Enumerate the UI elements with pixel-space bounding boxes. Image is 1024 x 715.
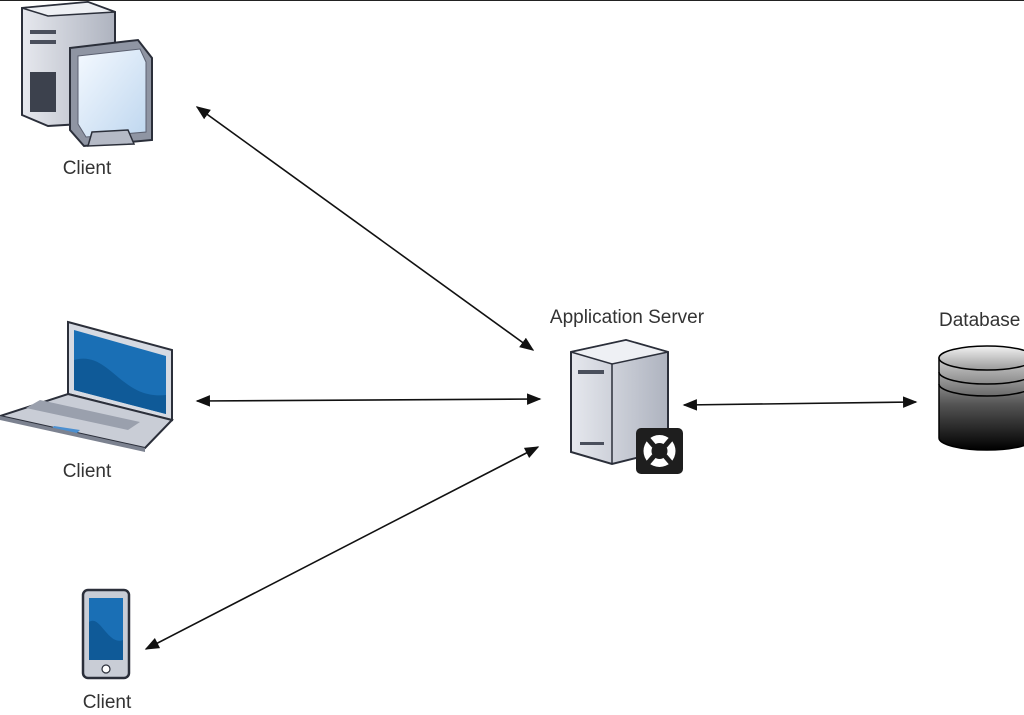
laptop-icon[interactable] — [0, 320, 174, 452]
lifebuoy-icon — [636, 428, 683, 474]
client-desktop-label: Client — [63, 158, 112, 179]
edge-mobile-to-server[interactable] — [144, 446, 540, 650]
client-mobile-label: Client — [83, 692, 132, 713]
edges — [144, 106, 918, 650]
database-label: Database — [939, 310, 1020, 331]
desktop-computer-icon[interactable] — [21, 0, 153, 148]
database-icon[interactable] — [938, 345, 1024, 451]
app-server-label: Application Server — [550, 307, 705, 328]
client-laptop-label: Client — [63, 461, 112, 482]
edge-desktop-to-server[interactable] — [195, 106, 535, 351]
application-server-icon[interactable] — [570, 338, 683, 474]
edge-server-to-database[interactable] — [682, 396, 918, 411]
top-border — [0, 0, 1024, 1]
mobile-phone-icon[interactable] — [81, 588, 131, 680]
edge-laptop-to-server[interactable] — [195, 393, 542, 407]
